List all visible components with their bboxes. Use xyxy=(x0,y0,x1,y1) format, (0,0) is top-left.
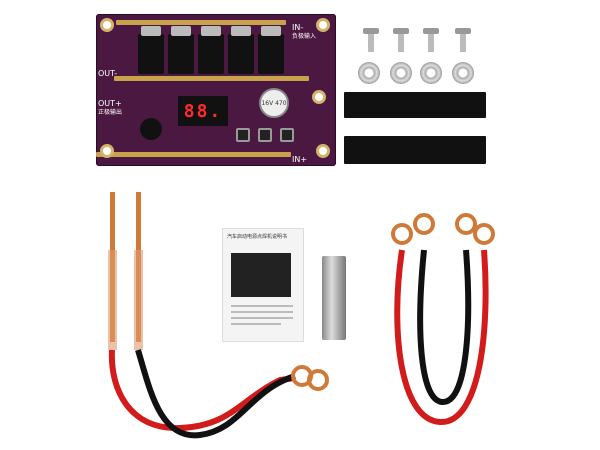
out-minus-rail xyxy=(114,76,309,81)
ring-terminal xyxy=(455,213,477,235)
manual-text-line xyxy=(231,311,293,313)
pcb-button xyxy=(258,128,272,142)
nut-icon xyxy=(390,62,412,84)
buzzer xyxy=(140,118,162,140)
insulation-tape xyxy=(344,92,486,118)
black-cable xyxy=(417,249,472,405)
mosfet xyxy=(228,26,254,74)
manual-title: 汽车启动电源点焊机说明书 xyxy=(227,234,288,240)
screw-icon xyxy=(363,28,379,52)
in-plus-rail xyxy=(96,152,291,157)
welding-pen-cables xyxy=(108,192,329,439)
label-out-minus: OUT- xyxy=(98,69,118,78)
label-in-minus-sub: 负极输入 xyxy=(292,33,317,40)
manual-text-line xyxy=(231,323,281,325)
red-cable xyxy=(108,349,296,432)
nut-icon xyxy=(452,62,474,84)
red-cable xyxy=(394,249,489,426)
manual-photo xyxy=(231,253,291,297)
manual-text-line xyxy=(231,305,293,307)
ring-terminal xyxy=(413,213,435,235)
ring-terminal xyxy=(391,223,413,245)
mosfet xyxy=(168,26,194,74)
screw-icon xyxy=(455,28,471,52)
in-minus-rail xyxy=(116,20,286,25)
mount-hole xyxy=(316,144,330,158)
mosfet xyxy=(138,26,164,74)
mount-hole xyxy=(312,90,326,104)
label-in-plus: IN+ xyxy=(292,155,308,164)
nut-icon xyxy=(358,62,380,84)
spot-welder-pcb: IN- 负极输入 OUT- OUT+ 正极输出 IN+ 88. 16V 470 xyxy=(96,14,336,166)
ring-terminal xyxy=(473,223,495,245)
mosfet xyxy=(258,26,284,74)
mount-hole xyxy=(100,18,114,32)
seven-segment-display: 88. xyxy=(178,96,228,126)
instruction-manual: 汽车启动电源点焊机说明书 xyxy=(222,228,304,342)
label-in-minus: IN- xyxy=(292,23,304,32)
capacitor: 16V 470 xyxy=(259,88,289,118)
manual-text-line xyxy=(231,317,293,319)
black-cable xyxy=(135,349,296,439)
battery-cables xyxy=(391,213,495,426)
nickel-strip xyxy=(322,256,346,340)
pcb-button xyxy=(280,128,294,142)
screw-icon xyxy=(423,28,439,52)
insulation-tape xyxy=(344,136,486,164)
nut-icon xyxy=(420,62,442,84)
screw-icon xyxy=(393,28,409,52)
mosfet xyxy=(198,26,224,74)
label-out-plus-sub: 正极输出 xyxy=(98,109,123,116)
mount-hole xyxy=(316,18,330,32)
label-out-plus: OUT+ xyxy=(98,99,122,108)
pcb-button xyxy=(236,128,250,142)
mount-hole xyxy=(100,144,114,158)
ring-terminal xyxy=(307,369,329,391)
